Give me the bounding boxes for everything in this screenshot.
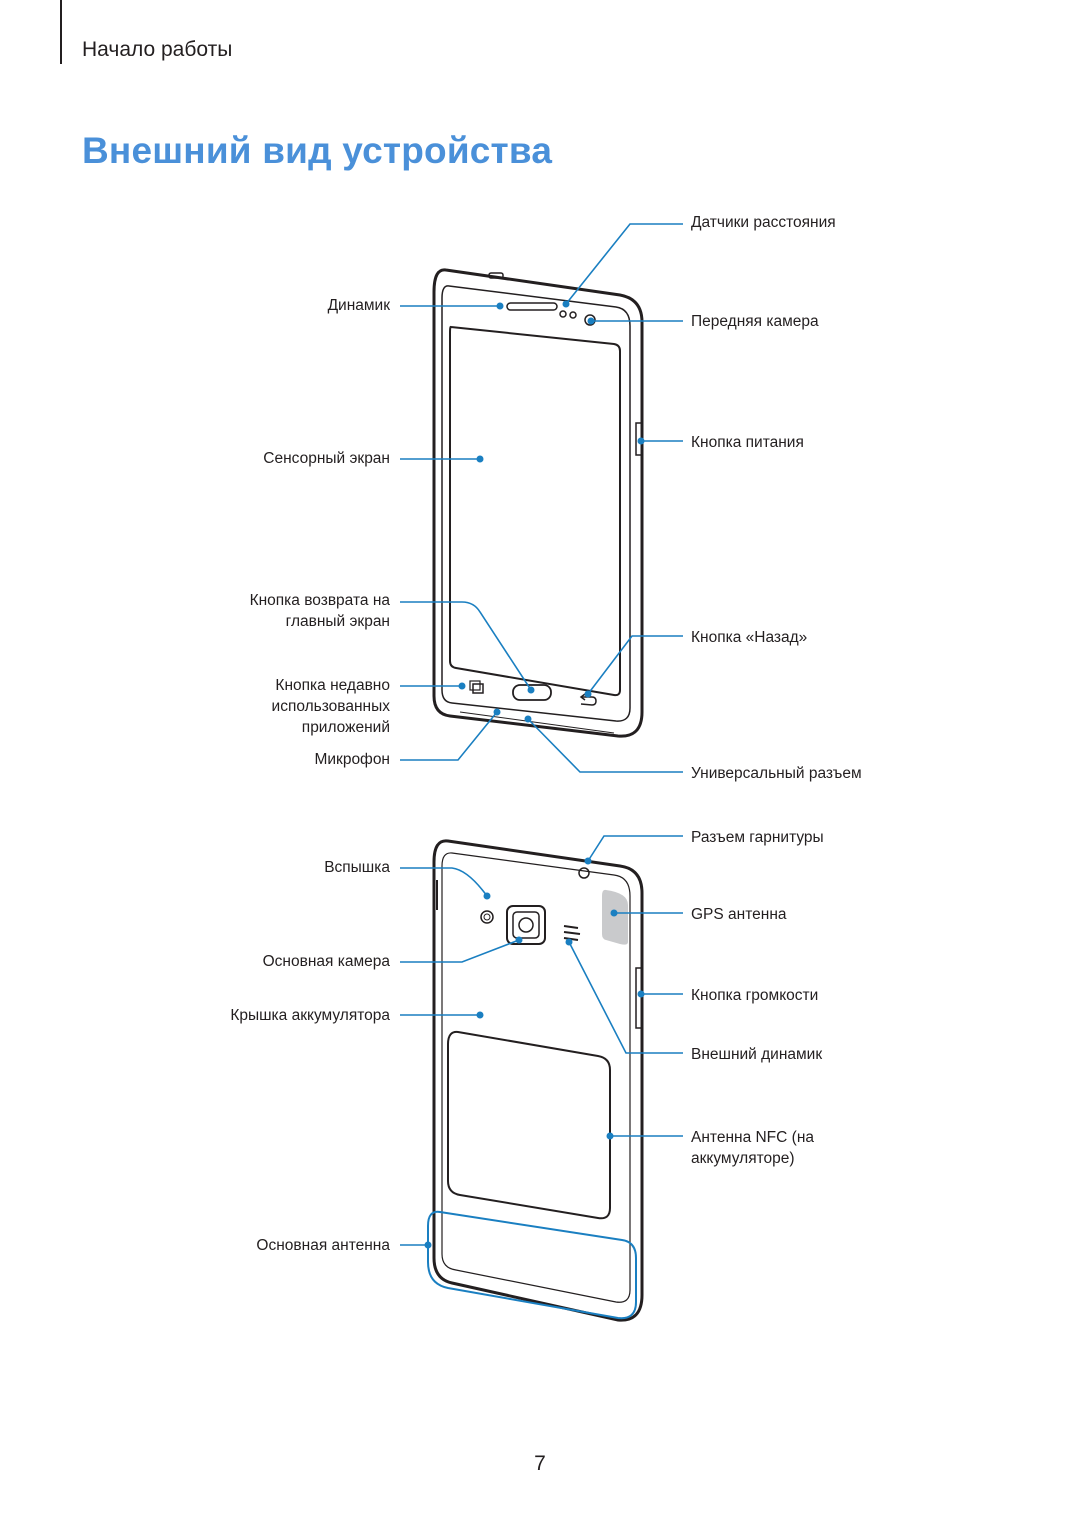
label-recent-apps-line3: приложений (301, 719, 390, 736)
main-antenna-area (427, 1210, 637, 1320)
label-volume-button: Кнопка громкости (691, 987, 819, 1004)
page-number: 7 (534, 1452, 546, 1475)
label-home-button-line2: главный экран (285, 613, 390, 630)
label-flash: Вспышка (324, 859, 390, 876)
label-usb-port: Универсальный разъем (691, 765, 862, 782)
label-home-button: Кнопка возврата на главный экран (250, 590, 390, 632)
label-back-button: Кнопка «Назад» (691, 629, 808, 646)
side-rule (60, 0, 62, 64)
label-gps-antenna: GPS антенна (691, 906, 787, 923)
gps-antenna-area (602, 889, 628, 945)
label-main-antenna: Основная антенна (256, 1237, 390, 1254)
label-microphone: Микрофон (314, 751, 390, 768)
label-recent-apps: Кнопка недавно использованных приложений (272, 675, 390, 738)
label-nfc-antenna: Антенна NFC (на аккумуляторе) (691, 1127, 814, 1169)
label-touchscreen: Сенсорный экран (263, 450, 390, 467)
label-headset-jack: Разъем гарнитуры (691, 829, 824, 846)
label-front-camera: Передняя камера (691, 313, 819, 330)
label-speaker: Динамик (327, 297, 390, 314)
label-nfc-antenna-line1: Антенна NFC (на (691, 1129, 814, 1146)
label-nfc-antenna-line2: аккумуляторе) (691, 1150, 795, 1167)
front-callouts (400, 223, 683, 773)
label-power-button: Кнопка питания (691, 434, 804, 451)
front-device (432, 268, 644, 738)
label-main-camera: Основная камера (262, 953, 390, 970)
label-recent-apps-line1: Кнопка недавно (275, 677, 390, 694)
label-home-button-line1: Кнопка возврата на (249, 592, 390, 609)
label-recent-apps-line2: использованных (271, 698, 390, 715)
label-battery-cover: Крышка аккумулятора (230, 1007, 390, 1024)
label-external-speaker: Внешний динамик (691, 1046, 823, 1063)
back-callouts (400, 835, 683, 1246)
section-header: Начало работы (82, 38, 233, 61)
back-callout-dots (424, 857, 645, 1249)
page-title: Внешний вид устройства (82, 130, 553, 171)
label-proximity-sensors: Датчики расстояния (691, 214, 836, 231)
back-device (432, 839, 644, 1322)
front-callout-dots (458, 300, 645, 723)
